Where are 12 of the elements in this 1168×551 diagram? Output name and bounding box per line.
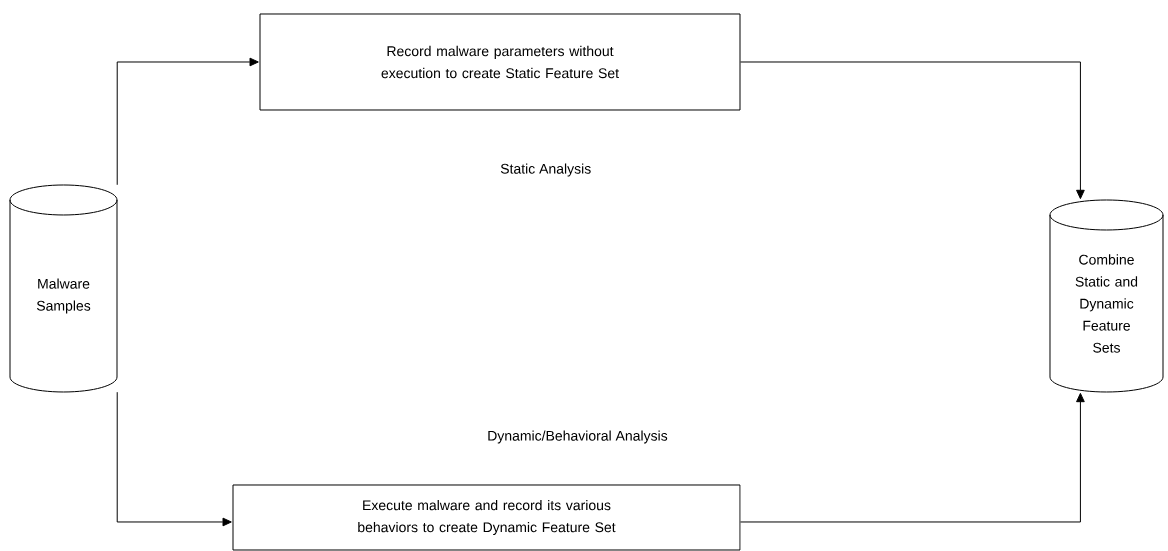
arrow <box>740 61 1085 200</box>
caption-text: Dynamic/Behavioral Analysis <box>488 430 668 444</box>
arrow <box>740 392 1085 523</box>
cylinder: Malware Samples <box>9 184 118 393</box>
arrow <box>116 57 259 186</box>
process-box: Execute malware and record its various behaviors to create Dynamic Feature Set <box>232 484 741 551</box>
cylinder: Combine Static and Dynamic Feature Sets <box>1049 199 1164 393</box>
node-label: Malware Samples <box>36 278 91 314</box>
caption-text: Static Analysis <box>500 163 591 177</box>
arrow <box>116 391 232 527</box>
process-box: Record malware parameters without execution to create Static Feature Set <box>259 13 741 111</box>
node-label: Combine Static and Dynamic Feature Sets <box>1075 254 1138 353</box>
